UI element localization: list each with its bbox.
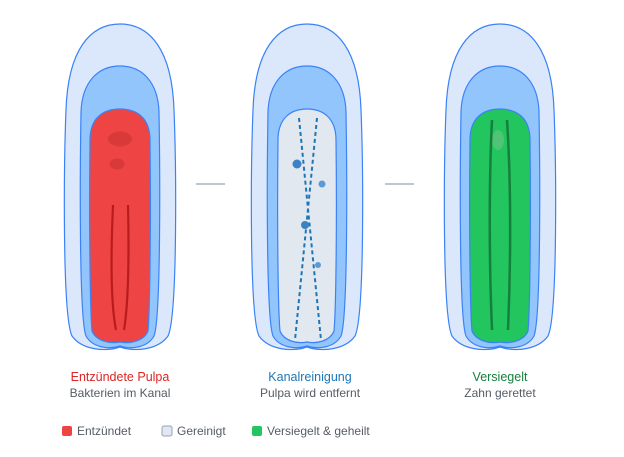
inflamed-pulp (89, 108, 151, 344)
root-canal-line (110, 204, 118, 331)
tooth-inflamed (63, 23, 177, 351)
gray-square-icon (161, 425, 173, 437)
debris-particle (292, 159, 302, 169)
canal-file (294, 117, 318, 341)
stage-3-title: Versiegelt (473, 370, 528, 384)
bacteria-spot (108, 131, 132, 147)
stage-2-subtitle: Pulpa wird entfernt (260, 386, 361, 400)
legend-label-inflamed: Entzündet (77, 424, 132, 438)
green-square-icon (252, 426, 262, 436)
stage-1-title: Entzündete Pulpa (71, 370, 170, 384)
red-square-icon (62, 426, 72, 436)
canal-file (298, 117, 322, 341)
root-canal-line (122, 204, 130, 331)
tooth-sealed (443, 23, 557, 351)
sealed-canal (469, 108, 531, 344)
filling-line (505, 119, 512, 331)
legend: Entzündet Gereinigt Versiegelt & geheilt (62, 424, 370, 438)
debris-particle (301, 221, 309, 229)
legend-label-sealed: Versiegelt & geheilt (267, 424, 370, 438)
debris-particle (318, 180, 326, 188)
stage-1-subtitle: Bakterien im Kanal (70, 386, 171, 400)
stage-3-subtitle: Zahn gerettet (464, 386, 536, 400)
tooth-cleaning (250, 23, 364, 351)
sealant-highlight (492, 130, 504, 150)
bacteria-spot (109, 158, 125, 170)
filling-line (488, 119, 494, 331)
stage-2-title: Kanalreinigung (268, 370, 351, 384)
debris-particle (315, 262, 321, 268)
legend-label-cleaned: Gereinigt (177, 424, 226, 438)
